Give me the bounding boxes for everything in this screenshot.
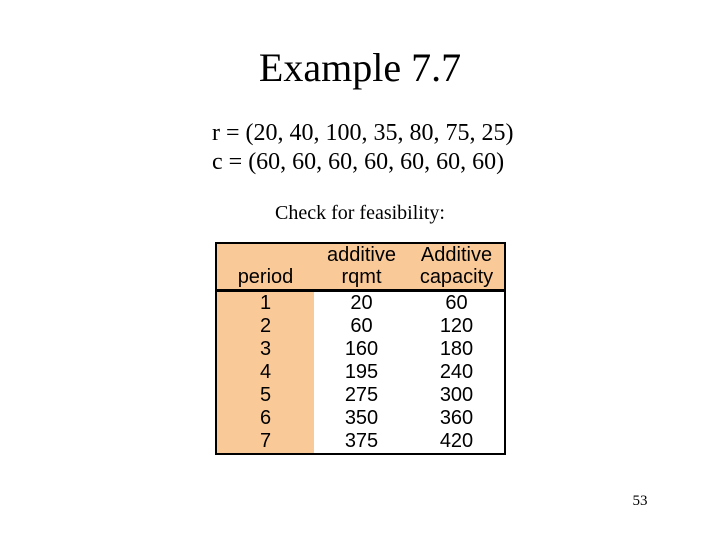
period-cell: 2 (216, 315, 314, 338)
rqmt-cell: 20 (350, 292, 373, 314)
table-row: 4 195 240 (216, 361, 505, 384)
capacity-cell: 300 (439, 384, 474, 406)
check-for-feasibility-label: Check for feasibility: (275, 202, 445, 224)
table-row: 7 375 420 (216, 430, 505, 454)
feasibility-table: period additive rqmt Additive capacity 1… (215, 242, 506, 455)
rqmt-cell: 350 (344, 407, 379, 429)
table-row: 3 160 180 (216, 338, 505, 361)
slide-title: Example 7.7 (258, 45, 462, 90)
requirements-vector-line: r = (20, 40, 100, 35, 80, 75, 25) (212, 120, 514, 146)
rqmt-cell: 60 (350, 315, 373, 337)
period-cell: 7 (216, 430, 314, 454)
column-header-additive-capacity: Additive capacity (409, 243, 505, 292)
parameters-block: r = (20, 40, 100, 35, 80, 75, 25) c = (6… (212, 119, 514, 177)
rqmt-cell: 195 (344, 361, 379, 383)
period-cell: 6 (216, 407, 314, 430)
table-row: 2 60 120 (216, 315, 505, 338)
period-cell: 3 (216, 338, 314, 361)
table-header-row: period additive rqmt Additive capacity (216, 243, 505, 292)
rqmt-cell: 375 (344, 430, 379, 452)
table-row: 6 350 360 (216, 407, 505, 430)
period-cell: 1 (216, 290, 314, 315)
capacity-cell: 240 (439, 361, 474, 383)
period-cell: 4 (216, 361, 314, 384)
page-number: 53 (632, 493, 648, 509)
table-row: 1 20 60 (216, 290, 505, 315)
capacity-cell: 420 (439, 430, 474, 452)
capacity-cell: 120 (439, 315, 474, 337)
rqmt-cell: 160 (344, 338, 379, 360)
period-cell: 5 (216, 384, 314, 407)
capacity-cell: 180 (439, 338, 474, 360)
rqmt-cell: 275 (344, 384, 379, 406)
column-header-additive-rqmt: additive rqmt (314, 243, 409, 292)
capacity-vector-line: c = (60, 60, 60, 60, 60, 60, 60) (212, 149, 505, 175)
column-header-period: period (216, 243, 314, 292)
capacity-cell: 360 (439, 407, 474, 429)
table-row: 5 275 300 (216, 384, 505, 407)
capacity-cell: 60 (445, 292, 468, 314)
